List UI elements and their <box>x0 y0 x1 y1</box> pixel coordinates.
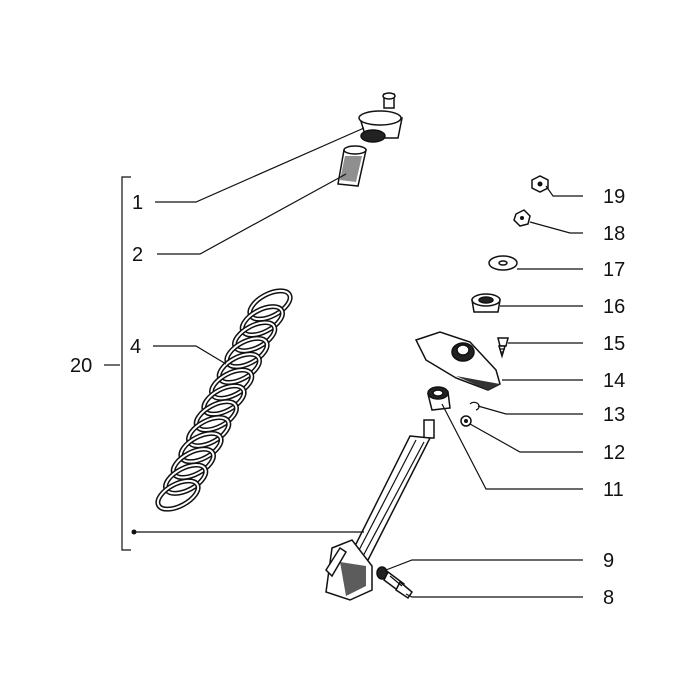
leader-lines <box>153 127 583 598</box>
callout-4: 4 <box>130 336 141 358</box>
part-17-flat-washer <box>488 255 518 271</box>
part-4-coil-spring <box>155 288 293 512</box>
callout-1: 1 <box>132 192 143 214</box>
assembly-bracket-20 <box>104 176 364 551</box>
callout-9: 9 <box>603 550 614 572</box>
callout-labels: 1 2 4 20 19 18 17 16 15 14 13 12 11 9 8 <box>70 186 625 609</box>
callout-14: 14 <box>603 370 625 392</box>
part-19-self-locking-nut <box>531 175 549 193</box>
shock-absorber-body <box>325 419 435 601</box>
callout-17: 17 <box>603 259 625 281</box>
spring-coil-highlight <box>156 479 200 511</box>
callout-20: 20 <box>70 355 92 377</box>
part-12-nut <box>460 415 472 427</box>
part-16-rubber-bush <box>471 293 501 313</box>
callout-19: 19 <box>603 186 625 208</box>
part-15-screw <box>497 337 509 359</box>
callout-18: 18 <box>603 223 625 245</box>
part-18-nut <box>513 209 531 227</box>
part-11-bush <box>427 386 451 411</box>
part-13-circlip <box>469 401 480 411</box>
callout-13: 13 <box>603 404 625 426</box>
callout-15: 15 <box>603 333 625 355</box>
callout-16: 16 <box>603 296 625 318</box>
callout-2: 2 <box>132 244 143 266</box>
callout-11: 11 <box>603 479 624 501</box>
callout-12: 12 <box>603 442 625 464</box>
part-14-mounting-plate <box>414 331 501 391</box>
part-2-bump-stop <box>337 145 367 187</box>
part-8-bolt <box>383 570 413 600</box>
callout-8: 8 <box>603 587 614 609</box>
part-1-top-bushing <box>358 92 403 143</box>
